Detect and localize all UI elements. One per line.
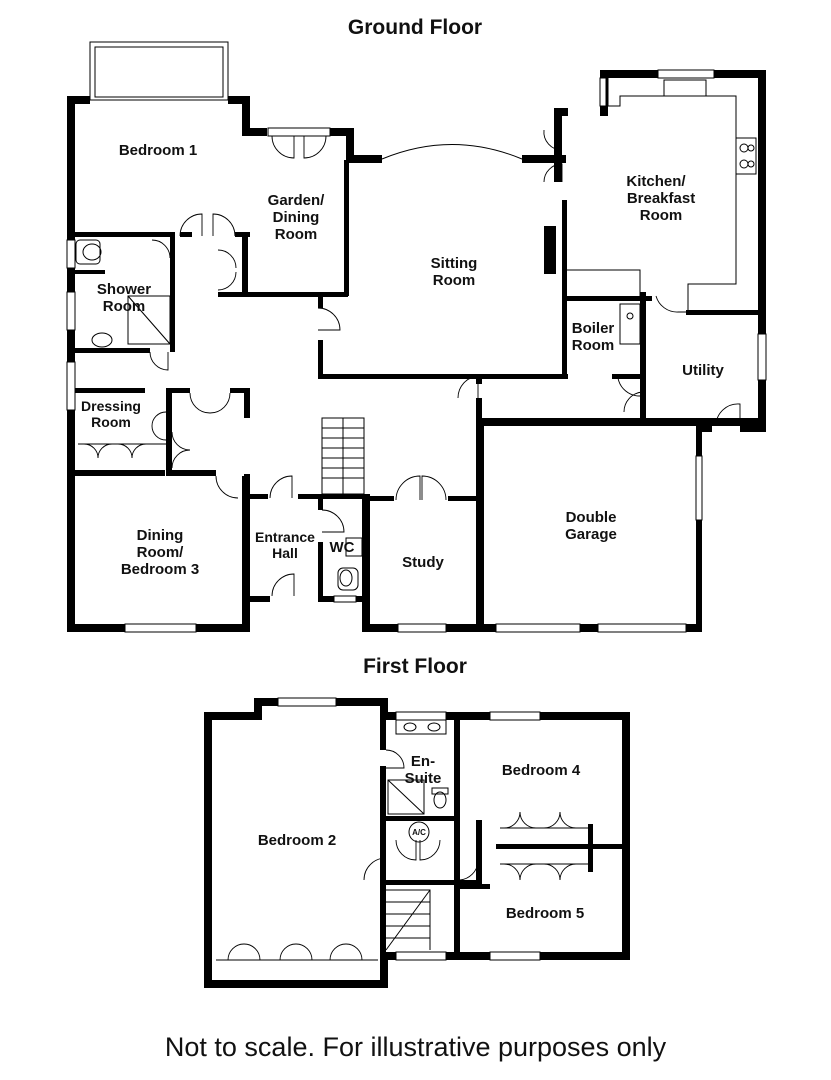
room-label-bedroom-4: Bedroom 4 <box>502 762 581 779</box>
room-label-bedroom-2: Bedroom 2 <box>258 832 336 849</box>
ground-floor-plan: Ground Floor Bedroom 1 Garden/ Dining Ro… <box>66 16 767 633</box>
room-label-sitting-1: Sitting <box>431 255 478 272</box>
room-label-garden-dining-2: Dining <box>273 209 320 226</box>
ground-floor-title: Ground Floor <box>348 16 482 39</box>
room-label-dressing-2: Room <box>91 414 131 430</box>
room-label-kitchen-1: Kitchen/ <box>626 173 686 190</box>
room-label-dining-3: Bedroom 3 <box>121 561 199 578</box>
room-label-kitchen-3: Room <box>640 207 683 224</box>
room-label-ensuite-1: En- <box>411 753 435 770</box>
room-label-entrance-2: Hall <box>272 545 298 561</box>
ground-floor-windows <box>66 41 767 633</box>
ground-doors <box>149 129 741 597</box>
first-floor-interior-walls <box>380 716 626 960</box>
first-floor-windows <box>277 697 541 961</box>
room-label-ensuite-2: Suite <box>405 770 442 787</box>
ac-unit <box>408 821 430 843</box>
room-label-boiler-1: Boiler <box>572 320 615 337</box>
room-label-dining-2: Room/ <box>137 544 184 561</box>
room-label-bedroom-1: Bedroom 1 <box>119 142 197 159</box>
ground-floor-interior-walls <box>75 160 766 602</box>
room-label-dining-1: Dining <box>137 527 184 544</box>
floor-plan: Ground Floor Bedroom 1 Garden/ Dining Ro… <box>66 16 767 988</box>
room-label-garage-2: Garage <box>565 526 617 543</box>
room-label-garage-1: Double <box>566 509 617 526</box>
room-label-utility: Utility <box>682 362 724 379</box>
first-floor-wardrobes <box>216 811 588 961</box>
room-label-boiler-2: Room <box>572 337 615 354</box>
room-label-bedroom-5: Bedroom 5 <box>506 905 584 922</box>
dressing-room-wardrobes <box>78 411 167 459</box>
room-label-entrance-1: Entrance <box>255 529 315 545</box>
room-label-garden-dining-1: Garden/ <box>268 192 326 209</box>
first-floor-title: First Floor <box>363 655 467 678</box>
ac-label: A/C <box>412 828 426 837</box>
sitting-room-bay-window <box>381 144 523 160</box>
ground-bathroom-fixtures <box>75 239 363 591</box>
room-label-shower-2: Room <box>103 298 146 315</box>
room-label-shower-1: Shower <box>97 281 151 298</box>
room-label-dressing-1: Dressing <box>81 398 141 414</box>
kitchen-counters <box>566 78 757 345</box>
room-label-garden-dining-3: Room <box>275 226 318 243</box>
room-label-kitchen-2: Breakfast <box>627 190 695 207</box>
room-label-wc: WC <box>330 539 355 556</box>
first-floor-stairs <box>385 889 431 951</box>
first-floor-doors <box>363 749 479 881</box>
room-label-study: Study <box>402 554 444 571</box>
disclaimer-footer: Not to scale. For illustrative purposes … <box>164 1032 667 1062</box>
first-floor-outer-walls <box>204 698 630 988</box>
ground-stairs <box>321 417 365 495</box>
first-floor-plan: First Floor <box>204 655 630 988</box>
room-label-sitting-2: Room <box>433 272 476 289</box>
first-floor-fixtures: A/C <box>387 719 449 843</box>
